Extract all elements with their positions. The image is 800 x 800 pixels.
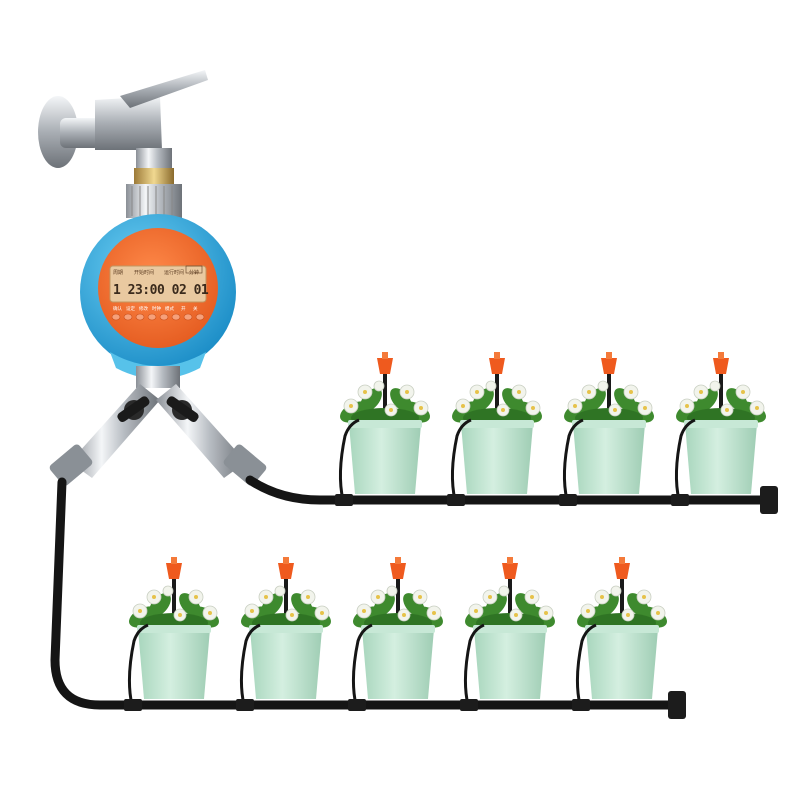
button-label-7: 关 [193, 305, 198, 312]
timer-button-8[interactable] [196, 314, 204, 320]
timer-button-4[interactable] [148, 314, 156, 320]
button-label-2: 设定 [126, 305, 135, 312]
top-row-plants [335, 352, 769, 506]
lcd-digits: 1 23:00 02 01 [113, 283, 209, 298]
y-splitter [48, 366, 268, 487]
potted-plant [348, 557, 446, 711]
potted-plant [671, 352, 769, 506]
timer-button-1[interactable] [112, 314, 120, 320]
potted-plant [236, 557, 334, 711]
timer-button-6[interactable] [172, 314, 180, 320]
timer-button-2[interactable] [124, 314, 132, 320]
water-timer: 周期 开始时间 运行时间 分钟 1 23:00 02 01 确认 设定 修改 时… [80, 214, 236, 379]
bottom-line-end-cap [668, 691, 686, 719]
potted-plant [572, 557, 670, 711]
button-label-3: 修改 [139, 305, 148, 312]
potted-plant [460, 557, 558, 711]
button-label-6: 开 [181, 306, 186, 312]
button-label-4: 时钟 [152, 305, 161, 312]
button-label-5: 模式 [165, 305, 174, 312]
bottom-row-plants [124, 557, 670, 711]
lcd-label-run: 运行时间 [164, 269, 184, 276]
top-line-end-cap [760, 486, 778, 514]
potted-plant [559, 352, 657, 506]
lcd-label-cycle: 周期 [113, 270, 123, 276]
button-label-1: 确认 [113, 305, 122, 312]
timer-button-3[interactable] [136, 314, 144, 320]
potted-plant [447, 352, 545, 506]
timer-button-7[interactable] [184, 314, 192, 320]
potted-plant [335, 352, 433, 506]
lcd-label-start: 开始时间 [134, 269, 154, 276]
timer-button-5[interactable] [160, 314, 168, 320]
faucet [38, 70, 208, 184]
lcd-label-minutes: 分钟 [189, 269, 199, 276]
potted-plant [124, 557, 222, 711]
